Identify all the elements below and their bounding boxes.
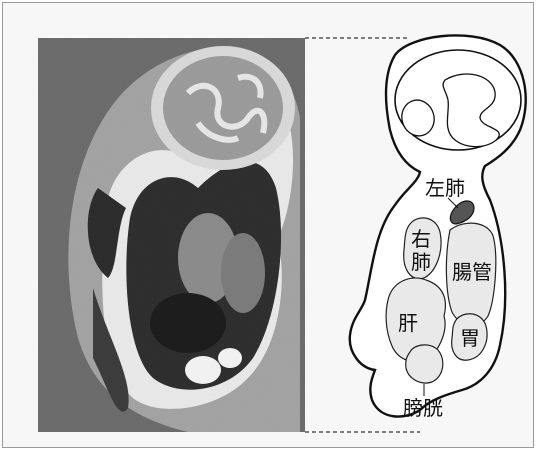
label-intestine: 腸管 xyxy=(452,262,492,282)
label-left-lung: 左肺 xyxy=(425,178,465,198)
bladder-shape xyxy=(406,345,443,383)
label-bladder: 膀胱 xyxy=(403,398,443,418)
label-stomach: 胃 xyxy=(460,328,480,348)
label-liver: 肝 xyxy=(398,313,418,333)
label-right-lung: 右肺 xyxy=(411,228,433,274)
